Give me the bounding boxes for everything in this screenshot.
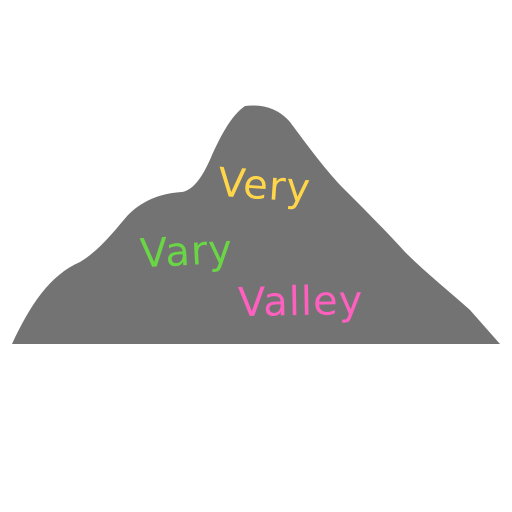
word-very: Very [216, 159, 313, 213]
word-valley: Valley [237, 277, 364, 327]
mountain-path [12, 105, 500, 345]
word-vary: Vary [138, 226, 235, 278]
